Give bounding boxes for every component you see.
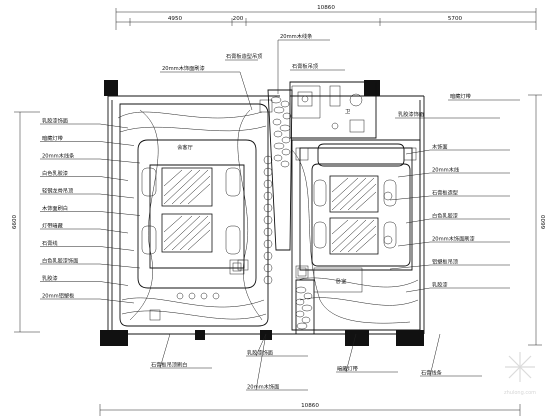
- bottom-annot-text-3: 暗藏灯带: [337, 365, 358, 373]
- right-annot-text-0: 木饰面: [432, 143, 448, 151]
- right-annot-pointer-0: [405, 149, 431, 155]
- left-annot-text-1: 暗藏灯带: [42, 134, 63, 142]
- top-callout-3: 20mm木线条: [280, 32, 312, 40]
- top-callouts: 20mm木饰面刷漆 石膏板造型吊顶 20mm木线条 石膏板吊顶 乳胶漆饰面 暗藏…: [160, 32, 520, 119]
- left-annot-text-5: 木饰面刷白: [42, 204, 68, 212]
- fixture-square-1: [229, 259, 245, 275]
- left-annot-pointer-5: [99, 211, 141, 216]
- left-annot-text-4: 轻钢龙骨吊顶: [42, 187, 73, 195]
- right-annot-pointer-5: [389, 264, 431, 270]
- left-annot-text-2: 20mm木线条: [42, 152, 74, 160]
- left-annot-pointer-10: [99, 298, 135, 304]
- bottom-total-dim: 10860: [301, 403, 319, 409]
- top-seg-dim-2: 4950: [168, 16, 183, 22]
- left-annot-pointer-2: [99, 158, 141, 164]
- column-bottom-right2: [396, 330, 424, 346]
- top-callout-2: 石膏板造型吊顶: [226, 52, 262, 60]
- right-dimension-chain: 6600: [528, 94, 547, 346]
- left-room-label: 会客厅: [177, 143, 193, 151]
- right-annot-pointer-3: [405, 218, 431, 224]
- column-bottom-right: [345, 330, 369, 346]
- bath-area: 卫: [289, 81, 377, 139]
- light-panel-1: [161, 167, 213, 207]
- left-annot-text-10: 20mm铝塑板: [42, 292, 75, 300]
- bottom-annot-pointer-4: [429, 333, 441, 377]
- left-annot-pointer-7: [99, 246, 135, 251]
- left-annot-pointer-0: [99, 123, 129, 129]
- left-annot-text-9: 乳胶漆: [42, 274, 58, 282]
- right-annot-text-2: 石膏板造型: [432, 189, 458, 197]
- right-annot-text-3: 白色乳胶漆: [432, 212, 458, 220]
- column-top-left: [104, 80, 118, 96]
- bottom-annot-pointer-2: [255, 333, 267, 391]
- top-callout-6: 暗藏灯带: [450, 92, 471, 100]
- watermark-text: zhulong.com: [504, 390, 536, 396]
- left-annot-text-7: 石膏线: [42, 239, 58, 247]
- left-annot-pointer-1: [99, 141, 135, 146]
- right-annot-pointer-6: [405, 287, 431, 293]
- bottom-annot-text-1: 乳胶漆饰面: [247, 349, 273, 357]
- left-vertical-dim: 6600: [12, 214, 18, 229]
- left-annot-text-8: 白色乳胶漆饰面: [42, 257, 78, 265]
- column-bottom-mid: [195, 330, 205, 340]
- left-annot-text-6: 灯带暗藏: [42, 222, 64, 230]
- top-seg-dim-3: 5700: [448, 16, 463, 22]
- left-annot-pointer-6: [99, 228, 129, 234]
- bottom-annot-pointer-3: [345, 333, 357, 373]
- top-dimension-chain: 10860 200 4950 5700: [115, 5, 537, 30]
- watermark-logo: zhulong.com: [504, 352, 536, 396]
- left-room-ceiling: 会客厅: [117, 99, 273, 327]
- bottom-annot-pointer-0: [159, 333, 171, 369]
- bottom-annot-text-2: 20mm木饰面: [247, 383, 279, 391]
- top-callout-5: 乳胶漆饰面: [398, 110, 424, 118]
- left-annot-pointer-4: [99, 193, 135, 199]
- light-panel-4: [329, 217, 379, 255]
- top-total-dim: 10860: [317, 5, 335, 11]
- left-annot-pointer-3: [99, 176, 129, 181]
- bottom-annot-pointer-1: [255, 333, 267, 357]
- left-annot-pointer-8: [99, 263, 141, 269]
- bottom-annot-text-0: 石膏板吊顶刷白: [151, 361, 187, 369]
- left-annot-pointer-9: [99, 281, 129, 286]
- right-annot-pointer-4: [397, 241, 431, 247]
- bottom-dimension-chain: 10860: [99, 403, 521, 416]
- top-callout-1: 20mm木饰面刷漆: [162, 64, 205, 72]
- top-callout-4: 石膏板吊顶: [292, 62, 318, 70]
- right-annot-text-1: 20mm木线: [432, 166, 459, 174]
- left-annot-text-3: 白色乳胶漆: [42, 169, 68, 177]
- outer-walls: [100, 80, 425, 346]
- left-dimension-chain: 6600: [12, 111, 40, 333]
- pebble-strip: [267, 89, 315, 335]
- right-room-label: 卧室: [336, 277, 346, 285]
- bottom-annot-text-4: 石膏线条: [421, 369, 442, 377]
- right-annot-text-4: 20mm木饰面刷漆: [432, 235, 475, 243]
- right-vertical-dim: 6600: [541, 214, 547, 229]
- right-room-ceiling: 卧室: [237, 139, 421, 331]
- top-seg-dim-1: 200: [233, 16, 244, 22]
- right-annot-text-5: 铝塑板吊顶: [432, 258, 458, 266]
- column-bottom-left: [100, 330, 128, 346]
- bath-label: 卫: [345, 108, 350, 115]
- right-annot-text-6: 乳胶漆: [432, 281, 448, 289]
- right-annot-pointer-2: [389, 195, 431, 201]
- right-annot-pointer-1: [397, 172, 431, 178]
- downlight-row: [176, 155, 273, 300]
- light-panel-3: [329, 175, 379, 213]
- left-annot-text-0: 乳胶漆饰面: [42, 117, 68, 125]
- light-panel-2: [161, 213, 213, 253]
